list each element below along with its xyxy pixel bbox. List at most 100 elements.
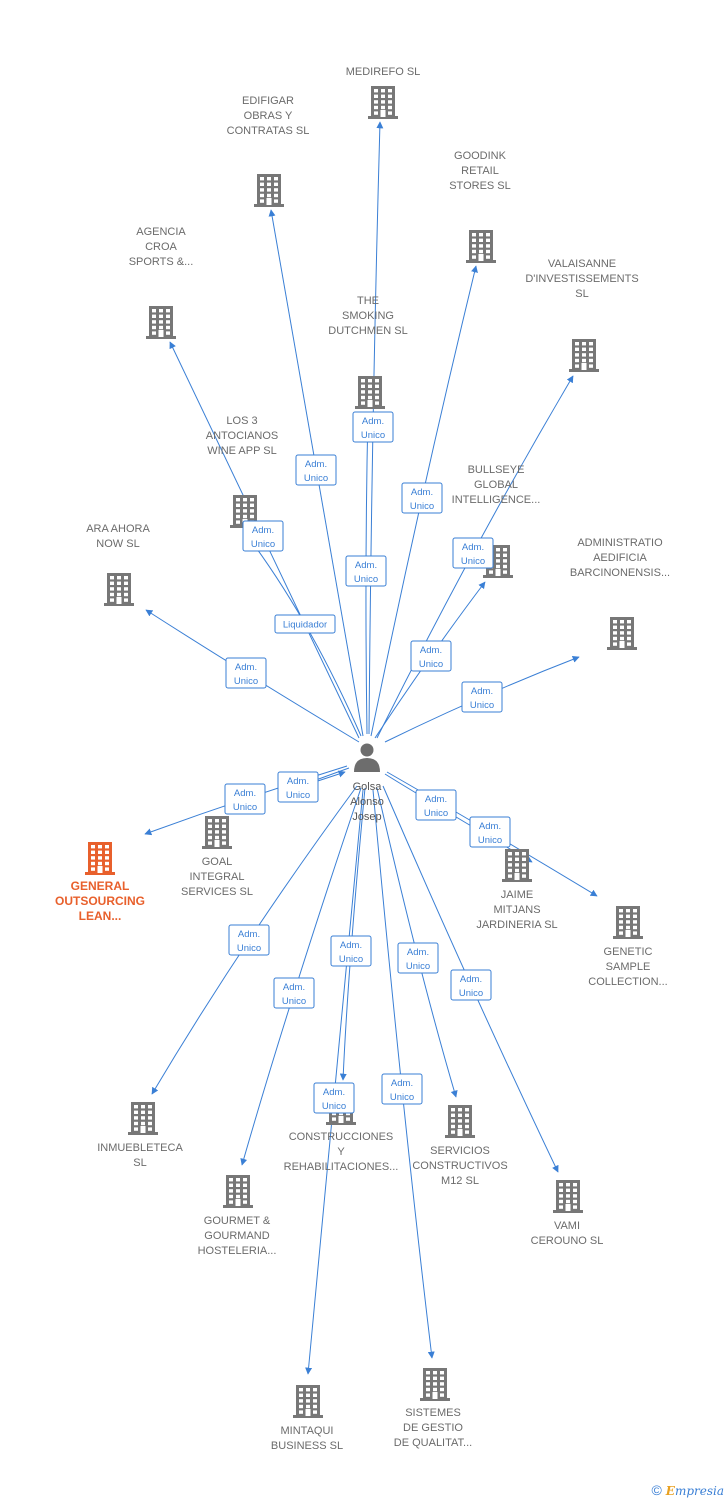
role-badge[interactable]: Adm.Unico xyxy=(415,789,457,821)
company-building-icon[interactable] xyxy=(223,1175,253,1208)
company-label[interactable]: COLLECTION... xyxy=(588,976,667,988)
company-label[interactable]: ANTOCIANOS xyxy=(206,430,279,442)
company-label[interactable]: THE xyxy=(357,295,379,307)
company-label[interactable]: BUSINESS SL xyxy=(271,1440,343,1452)
company-label[interactable]: DE GESTIO xyxy=(403,1422,463,1434)
role-badge[interactable]: Adm.Unico xyxy=(242,520,284,552)
company-label[interactable]: DUTCHMEN SL xyxy=(328,325,407,337)
company-building-icon[interactable] xyxy=(553,1180,583,1213)
company-label[interactable]: LEAN... xyxy=(79,909,122,923)
company-label[interactable]: BARCINONENSIS... xyxy=(570,567,670,579)
company-building-icon[interactable] xyxy=(146,306,176,339)
role-badge[interactable]: Adm.Unico xyxy=(469,816,511,848)
company-label[interactable]: BULLSEYE xyxy=(468,464,525,476)
role-badge[interactable]: Adm.Unico xyxy=(330,935,372,967)
company-building-icon[interactable] xyxy=(202,816,232,849)
company-label[interactable]: MITJANS xyxy=(493,904,540,916)
company-label[interactable]: SL xyxy=(133,1157,146,1169)
company-label[interactable]: MINTAQUI xyxy=(281,1425,334,1437)
company-label[interactable]: GOAL xyxy=(202,856,233,868)
company-label[interactable]: GLOBAL xyxy=(474,479,518,491)
company-label[interactable]: INTEGRAL xyxy=(189,871,244,883)
company-label[interactable]: GOODINK xyxy=(454,150,507,162)
company-label[interactable]: Y xyxy=(337,1146,345,1158)
company-label[interactable]: CROA xyxy=(145,241,177,253)
company-label[interactable]: NOW SL xyxy=(96,538,139,550)
person-name[interactable]: Golsa xyxy=(353,781,383,793)
role-badge[interactable]: Adm.Unico xyxy=(345,555,387,587)
company-label[interactable]: JAIME xyxy=(501,889,533,901)
company-building-icon[interactable] xyxy=(420,1368,450,1401)
company-label[interactable]: CONSTRUCCIONES xyxy=(289,1131,394,1143)
company-building-icon[interactable] xyxy=(368,86,398,119)
company-label[interactable]: SL xyxy=(575,288,588,300)
company-label[interactable]: GOURMAND xyxy=(204,1230,269,1242)
role-badge[interactable]: Adm.Unico xyxy=(452,537,494,569)
company-label[interactable]: OUTSOURCING xyxy=(55,894,145,908)
role-badge[interactable]: Adm.Unico xyxy=(277,771,319,803)
role-badge[interactable]: Adm.Unico xyxy=(410,640,452,672)
company-building-icon[interactable] xyxy=(128,1102,158,1135)
company-label[interactable]: GENETIC xyxy=(604,946,653,958)
company-label[interactable]: SISTEMES xyxy=(405,1407,461,1419)
company-building-icon[interactable] xyxy=(607,617,637,650)
company-label[interactable]: D'INVESTISSEMENTS xyxy=(525,273,638,285)
company-label[interactable]: GOURMET & xyxy=(204,1215,271,1227)
company-building-icon[interactable] xyxy=(466,230,496,263)
company-label[interactable]: CONSTRUCTIVOS xyxy=(412,1160,507,1172)
company-label[interactable]: SERVICES SL xyxy=(181,886,253,898)
company-label[interactable]: VAMI xyxy=(554,1220,580,1232)
company-label[interactable]: DE QUALITAT... xyxy=(394,1437,472,1449)
company-building-icon[interactable] xyxy=(502,849,532,882)
company-label[interactable]: WINE APP SL xyxy=(207,445,277,457)
company-building-icon[interactable] xyxy=(293,1385,323,1418)
footer-brand[interactable]: ©Empresia xyxy=(651,1482,724,1498)
company-label[interactable]: AEDIFICIA xyxy=(593,552,647,564)
company-building-icon[interactable] xyxy=(569,339,599,372)
role-badge[interactable]: Adm.Unico xyxy=(225,657,267,689)
company-label[interactable]: INMUEBLETECA xyxy=(97,1142,183,1154)
company-label[interactable]: AGENCIA xyxy=(136,226,186,238)
role-badge[interactable]: Adm.Unico xyxy=(273,977,315,1009)
company-label[interactable]: SMOKING xyxy=(342,310,394,322)
company-building-icon[interactable] xyxy=(355,376,385,409)
company-label[interactable]: SERVICIOS xyxy=(430,1145,490,1157)
role-badge[interactable]: Adm.Unico xyxy=(295,454,337,486)
role-badge[interactable]: Adm.Unico xyxy=(397,942,439,974)
company-label[interactable]: SPORTS &... xyxy=(129,256,194,268)
company-label[interactable]: M12 SL xyxy=(441,1175,479,1187)
company-building-icon[interactable] xyxy=(104,573,134,606)
role-badge[interactable]: Adm.Unico xyxy=(228,924,270,956)
company-label[interactable]: JARDINERIA SL xyxy=(476,919,557,931)
company-building-icon[interactable] xyxy=(613,906,643,939)
role-badge[interactable]: Adm.Unico xyxy=(401,482,443,514)
company-label[interactable]: ARA AHORA xyxy=(86,523,150,535)
company-label[interactable]: CEROUNO SL xyxy=(531,1235,604,1247)
role-badge[interactable]: Adm.Unico xyxy=(313,1082,355,1114)
person-name[interactable]: Alonso xyxy=(350,796,384,808)
person-name[interactable]: Josep xyxy=(352,811,381,823)
company-label[interactable]: MEDIREFO SL xyxy=(346,66,421,78)
company-label[interactable]: EDIFIGAR xyxy=(242,95,294,107)
company-label[interactable]: CONTRATAS SL xyxy=(227,125,310,137)
company-label[interactable]: VALAISANNE xyxy=(548,258,616,270)
role-badge[interactable]: Adm.Unico xyxy=(381,1073,423,1105)
role-badge[interactable]: Adm.Unico xyxy=(224,783,266,815)
company-label[interactable]: REHABILITACIONES... xyxy=(284,1161,399,1173)
company-label[interactable]: RETAIL xyxy=(461,165,499,177)
company-label[interactable]: LOS 3 xyxy=(226,415,257,427)
company-label[interactable]: STORES SL xyxy=(449,180,511,192)
company-label[interactable]: GENERAL xyxy=(71,879,130,893)
company-label[interactable]: HOSTELERIA... xyxy=(198,1245,277,1257)
company-label[interactable]: ADMINISTRATIO xyxy=(577,537,663,549)
company-label[interactable]: OBRAS Y xyxy=(244,110,293,122)
role-badge[interactable]: Adm.Unico xyxy=(450,969,492,1001)
company-building-icon[interactable] xyxy=(85,842,115,875)
company-building-icon[interactable] xyxy=(483,545,513,578)
person-icon[interactable] xyxy=(354,743,380,773)
role-badge[interactable]: Liquidador xyxy=(274,614,336,634)
company-building-icon[interactable] xyxy=(254,174,284,207)
company-label[interactable]: INTELLIGENCE... xyxy=(452,494,541,506)
role-badge[interactable]: Adm.Unico xyxy=(461,681,503,713)
